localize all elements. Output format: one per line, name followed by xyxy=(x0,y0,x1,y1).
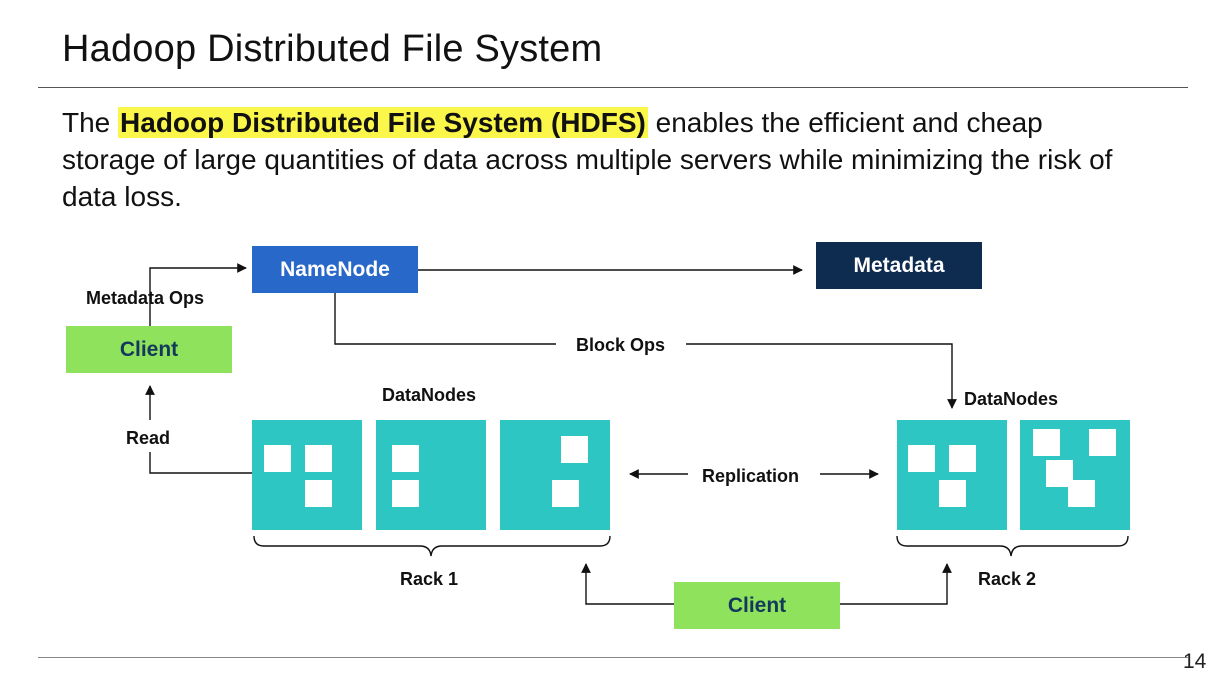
datanode xyxy=(252,420,362,530)
data-block xyxy=(908,445,935,472)
title-divider xyxy=(38,87,1188,88)
client-box-top: Client xyxy=(66,326,232,373)
data-block xyxy=(264,445,291,472)
metadata-box: Metadata xyxy=(816,242,982,289)
intro-text-start: The xyxy=(62,107,119,138)
data-block xyxy=(1089,429,1116,456)
rack2-brace xyxy=(896,535,1129,557)
data-block xyxy=(939,480,966,507)
rack1-label: Rack 1 xyxy=(400,569,459,589)
metadata-ops-arrow xyxy=(149,263,247,326)
rack1-brace xyxy=(253,535,611,557)
data-block xyxy=(552,480,579,507)
block-ops-line-left xyxy=(334,293,556,345)
data-block xyxy=(392,445,419,472)
rack2-label: Rack 2 xyxy=(978,569,1037,589)
data-block xyxy=(561,436,588,463)
client-box-bottom: Client xyxy=(674,582,840,629)
page-number: 14 xyxy=(1183,650,1207,673)
intro-paragraph: The Hadoop Distributed File System (HDFS… xyxy=(62,104,1132,215)
data-block xyxy=(1033,429,1060,456)
data-block xyxy=(949,445,976,472)
data-block xyxy=(392,480,419,507)
read-label: Read xyxy=(126,428,171,448)
datanodes-label-rack1: DataNodes xyxy=(382,385,477,405)
block-ops-arrow xyxy=(686,343,957,409)
datanodes-label-rack2: DataNodes xyxy=(964,389,1059,409)
footer-divider xyxy=(38,657,1188,658)
slide-title: Hadoop Distributed File System xyxy=(62,28,603,70)
namenode-box: NameNode xyxy=(252,246,418,293)
metadata-ops-label: Metadata Ops xyxy=(86,288,205,308)
hdfs-highlight: Hadoop Distributed File System (HDFS) xyxy=(118,107,648,138)
data-block xyxy=(305,445,332,472)
datanode xyxy=(897,420,1007,530)
datanode xyxy=(500,420,610,530)
read-arrow xyxy=(149,452,252,474)
data-block xyxy=(305,480,332,507)
datanode xyxy=(1020,420,1130,530)
block-ops-label: Block Ops xyxy=(576,335,666,355)
client-to-rack2-arrow xyxy=(840,563,952,605)
intro-text-end: enables the efficient and cheap storage … xyxy=(62,107,1113,212)
client-to-rack1-arrow xyxy=(581,563,674,605)
data-block xyxy=(1068,480,1095,507)
replication-label: Replication xyxy=(702,466,800,486)
datanode xyxy=(376,420,486,530)
